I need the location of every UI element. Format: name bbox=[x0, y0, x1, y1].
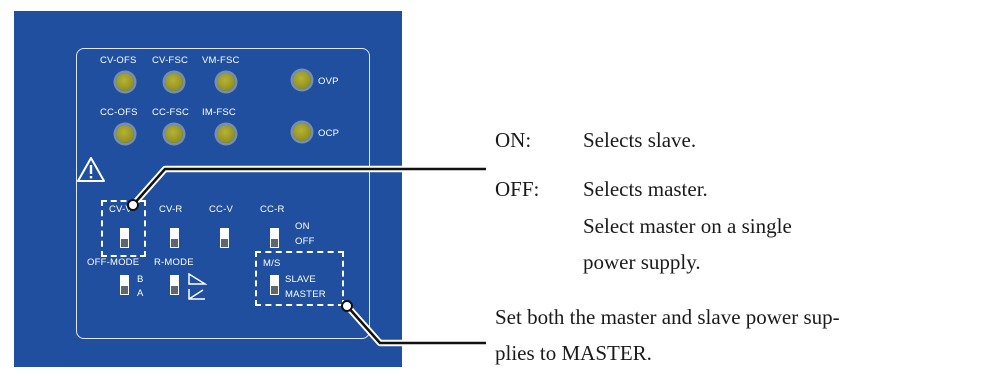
master-slave-highlight-box bbox=[255, 251, 344, 306]
off-callout-text-1: Selects master. bbox=[583, 177, 708, 201]
ramp-up-icon bbox=[188, 289, 205, 300]
cc-v-switch[interactable] bbox=[220, 228, 229, 248]
on-callout-key: ON: bbox=[495, 128, 532, 152]
cv-v-switch[interactable] bbox=[120, 228, 129, 248]
led-vm-fsc bbox=[217, 73, 235, 91]
master-callout-text-1: Set both the master and slave power sup- bbox=[495, 305, 840, 329]
slave-label: SLAVE bbox=[285, 274, 316, 285]
cv-r-switch[interactable] bbox=[170, 228, 179, 248]
led-cv-ofs bbox=[116, 73, 134, 91]
control-panel: CV-OFS CV-FSC VM-FSC OVP CC-OFS CC-FSC I… bbox=[14, 11, 402, 367]
off-callout-key: OFF: bbox=[495, 177, 540, 201]
ovp-label: OVP bbox=[318, 76, 339, 87]
led-ocp bbox=[293, 123, 311, 141]
off-mode-label: OFF-MODE bbox=[87, 257, 140, 268]
r-mode-switch[interactable] bbox=[170, 275, 179, 295]
warning-triangle-icon bbox=[77, 157, 105, 182]
master-callout-text-2: plies to MASTER. bbox=[495, 341, 652, 365]
led-ovp bbox=[293, 71, 311, 89]
led-label-cv-ofs: CV-OFS bbox=[100, 55, 137, 66]
switch-label-cv-r: CV-R bbox=[159, 204, 183, 215]
led-label-cc-fsc: CC-FSC bbox=[152, 107, 190, 118]
panel-inner-frame bbox=[76, 48, 370, 339]
cc-r-switch[interactable] bbox=[270, 228, 279, 248]
off-callout-text-3: power supply. bbox=[583, 250, 701, 274]
b-label: B bbox=[137, 274, 144, 285]
led-label-im-fsc: IM-FSC bbox=[202, 107, 236, 118]
led-label-vm-fsc: VM-FSC bbox=[202, 55, 240, 66]
ocp-label: OCP bbox=[318, 128, 340, 139]
on-label: ON bbox=[295, 221, 310, 232]
switch-label-cc-r: CC-R bbox=[260, 204, 285, 215]
off-mode-switch[interactable] bbox=[120, 275, 129, 295]
led-cv-fsc bbox=[165, 73, 183, 91]
switch-label-cc-v: CC-V bbox=[209, 204, 234, 215]
cv-v-highlight-box bbox=[101, 200, 146, 257]
led-label-cv-fsc: CV-FSC bbox=[152, 55, 189, 66]
led-label-cc-ofs: CC-OFS bbox=[100, 107, 138, 118]
led-im-fsc bbox=[217, 125, 235, 143]
on-callout-text: Selects slave. bbox=[583, 128, 697, 152]
off-label: OFF bbox=[295, 236, 315, 247]
master-slave-switch[interactable] bbox=[270, 275, 279, 295]
off-callout-text-2: Select master on a single bbox=[583, 214, 792, 238]
led-cc-fsc bbox=[165, 125, 183, 143]
r-mode-label: R-MODE bbox=[154, 257, 194, 268]
a-label: A bbox=[137, 288, 144, 299]
master-label: MASTER bbox=[285, 289, 326, 300]
led-cc-ofs bbox=[116, 125, 134, 143]
switch-label-cv-v: CV-V bbox=[109, 204, 132, 215]
ramp-down-icon bbox=[188, 273, 207, 285]
ms-label: M/S bbox=[263, 258, 281, 269]
